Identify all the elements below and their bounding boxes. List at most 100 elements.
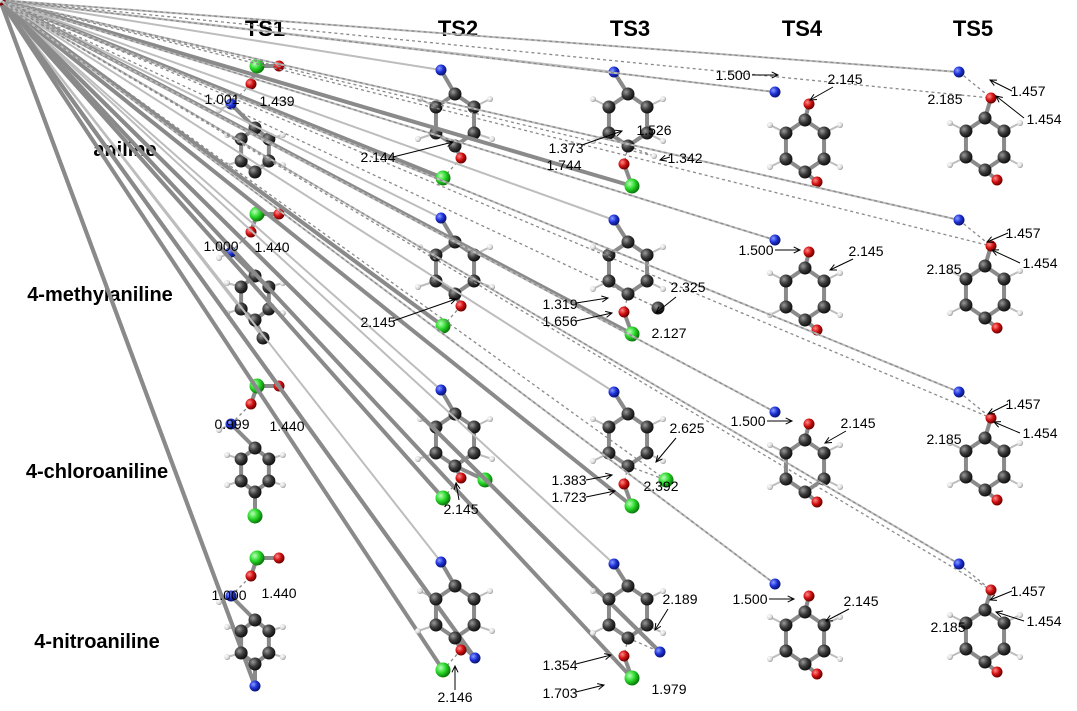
partial-bond [958,71,992,99]
distance-label: 1.454 [1022,425,1057,441]
oxygen-atom [273,552,285,564]
arrowhead [614,129,624,137]
column-heading-ts5: TS5 [953,16,993,41]
distance-label: 2.127 [651,325,686,341]
hydrogen-atom [487,416,494,422]
distance-label: 2.185 [930,619,965,635]
oxygen-atom [811,496,823,508]
carbon-atom [640,592,654,606]
distance-pointer-arrow [392,141,454,158]
distance-pointer-arrow [824,430,847,444]
hydrogen-atom [837,164,844,170]
carbon-atom [234,646,248,660]
distance-pointer-arrow [659,156,671,161]
distance-pointer-arrow [989,590,1013,601]
carbon-atom [640,618,654,632]
hydrogen-atom [1017,482,1024,488]
arrowhead [986,408,996,415]
partial-bond [0,0,667,481]
carbon-atom [640,126,654,140]
distance-label: 1.500 [730,413,765,429]
bond [0,0,662,654]
arrowhead [604,653,613,660]
carbon-atom [448,407,462,421]
carbon-atom [467,446,481,460]
arrowhead [994,610,1004,618]
chlorine-atom [624,670,640,686]
carbon-atom [248,441,262,455]
partial-bond [0,0,960,73]
hydrogen-atom [414,136,421,142]
carbon-atom [448,87,462,101]
arrowhead [995,95,1003,103]
carbon-atom [602,592,616,606]
nitrogen-atom [469,652,481,664]
partial-bond [442,649,462,671]
hydrogen-atom [1017,310,1024,316]
carbon-atom [779,644,793,658]
carbon-atom [602,446,616,460]
hydrogen-atom [946,120,953,126]
molecule-4-methylaniline-ts2 [0,0,496,334]
oxygen-atom [803,98,815,110]
partial-bond [0,0,992,591]
molecule-aniline-ts5 [0,0,1024,186]
carbon-atom [779,446,793,460]
hydrogen-atom [766,122,773,128]
hydrogen-atom [279,452,286,458]
arrowhead [451,664,459,673]
hydrogen-atom [766,442,773,448]
arrowhead [446,140,455,147]
partial-bond [0,0,659,309]
distance-pointer-arrow [987,403,1009,415]
carbon-atom [248,485,262,499]
arrowhead [824,436,833,444]
carbon-atom [234,280,248,294]
carbon-atom [978,311,992,325]
molecule-4-nitroaniline-ts5 [0,0,1024,678]
hydrogen-atom [224,452,231,458]
hydrogen-atom [660,244,667,250]
distance-label: 0.999 [214,416,249,432]
carbon-atom [448,287,462,301]
carbon-atom [602,274,616,288]
hydrogen-atom [224,654,231,660]
molecule-4-nitroaniline-ts2 [0,0,496,678]
carbon-atom [779,152,793,166]
molecule-4-methylaniline-ts4 [0,0,844,336]
hydrogen-atom [589,630,596,636]
arrowhead [785,417,794,425]
carbon-atom [978,655,992,669]
carbon-atom [798,657,812,671]
nitrogen-atom [769,234,781,246]
chlorine-atom [249,550,265,566]
hydrogen-atom [766,484,773,490]
carbon-atom [997,470,1011,484]
partial-bond [442,477,462,499]
hydrogen-atom [416,588,423,594]
hydrogen-atom [660,96,667,102]
hydrogen-atom [1017,268,1024,274]
distance-pointer-arrow [575,654,612,665]
distance-label: 1.979 [651,681,686,697]
partial-bond [442,157,462,179]
bond [0,0,634,508]
hydrogen-atom [660,286,667,292]
hydrogen-atom [489,136,496,142]
distance-label: 2.185 [927,91,962,107]
carbon-atom [640,248,654,262]
distance-label: 2.145 [848,243,883,259]
hydrogen-atom [1017,654,1024,660]
hydrogen-atom [946,440,953,446]
hydrogen-atom [414,284,421,290]
carbon-atom [262,646,276,660]
hydrogen-atom [589,588,596,594]
oxygen-atom [618,306,630,318]
distance-pointer-arrow [581,130,623,146]
carbon-atom [817,644,831,658]
hydrogen-atom [224,624,231,630]
bond [0,0,445,328]
hydrogen-atom [660,416,667,422]
carbon-atom [798,433,812,447]
